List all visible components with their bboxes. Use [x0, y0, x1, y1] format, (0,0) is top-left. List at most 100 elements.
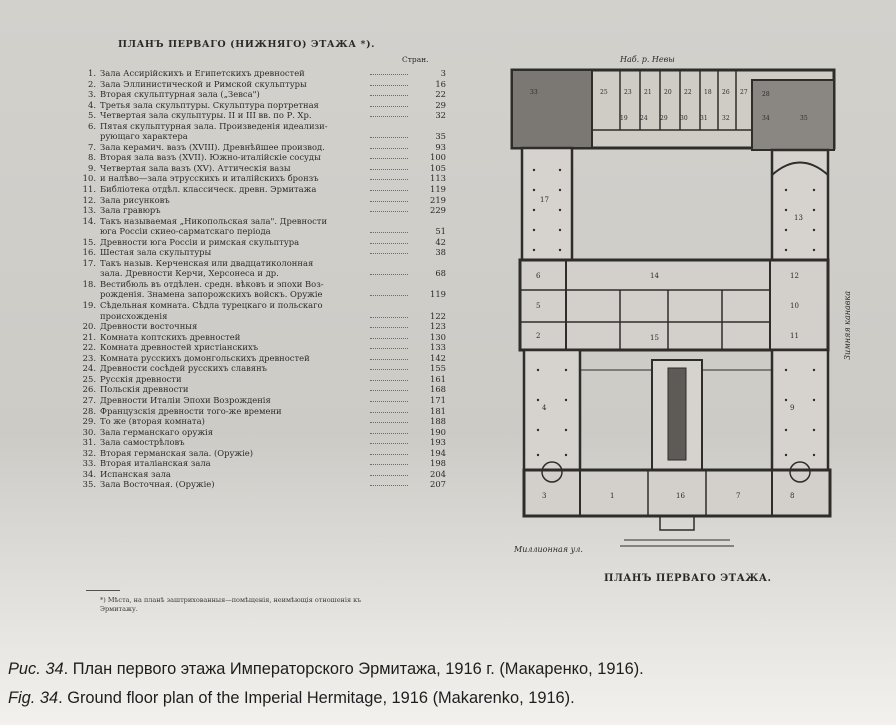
room-row: 10.и налѣво—зала этрусскихъ и италійских… [70, 173, 446, 184]
room-row: 2.Зала Эллинистической и Римской скульпт… [70, 79, 446, 90]
room-page: 198 [430, 458, 446, 469]
room-page: 133 [430, 342, 446, 353]
room-name: рующаго характера [100, 131, 188, 142]
room-row: 9.Четвертая зала вазъ (XV). Аттическія в… [70, 163, 446, 174]
room-label: 13 [794, 214, 803, 222]
room-name: Русскія древности [100, 373, 182, 384]
room-label: 32 [722, 115, 730, 122]
room-number: 19. [82, 300, 96, 311]
room-number: 29. [82, 416, 96, 427]
room-page: 204 [430, 468, 446, 479]
caption-ru-text: . План первого этажа Императорского Эрми… [63, 660, 644, 678]
leader-dots [370, 274, 408, 276]
room-page: 207 [430, 479, 446, 490]
room-number: 7. [88, 141, 96, 152]
room-number: 3. [88, 89, 96, 100]
room-name: Зала керамич. вазъ (XVIII). Древнѣйшее п… [100, 141, 325, 152]
room-name: Зала германскаго оружія [100, 426, 213, 437]
room-row: 8.Вторая зала вазъ (XVII). Южно-италійск… [70, 152, 446, 163]
leader-dots [370, 464, 408, 466]
room-name: Зала Ассирійскихъ и Египетскихъ древност… [100, 68, 305, 78]
room-label: 16 [676, 492, 685, 500]
room-row: 32.Вторая германская зала. (Оружіе)194 [70, 448, 446, 459]
room-row: 35. Зала Восточная. (Оружіе) 207 [70, 479, 446, 490]
leader-dots [370, 337, 408, 339]
room-number: 30. [82, 426, 96, 437]
room-label: 14 [650, 272, 659, 280]
room-page: 100 [430, 152, 446, 163]
leader-dots [370, 137, 408, 139]
room-page: 29 [435, 99, 446, 110]
room-row: 1.Зала Ассирійскихъ и Египетскихъ древно… [70, 68, 446, 79]
room-number: 32. [82, 447, 96, 458]
room-page: 161 [430, 373, 446, 384]
room-name: То же (вторая комната) [100, 416, 205, 427]
room-number: 34. [82, 468, 96, 479]
room-number: 4. [88, 99, 96, 110]
page-column-header: Стран. [402, 55, 429, 64]
plan-caption: ПЛАНЪ ПЕРВАГО ЭТАЖА. [604, 573, 772, 584]
room-page: 16 [435, 78, 446, 89]
room-row: 5.Четвертая зала скульптуры. II и III вв… [70, 110, 446, 121]
room-name: Древности Италіи Эпохи Возрожденія [100, 394, 271, 405]
leader-dots [370, 158, 408, 160]
leader-dots [370, 400, 408, 402]
room-number: 21. [82, 331, 96, 342]
street-label-top: Наб. р. Невы [619, 55, 675, 64]
leader-dots [370, 485, 408, 487]
room-label: 21 [644, 89, 652, 96]
room-label: 35 [800, 115, 808, 122]
room-page: 38 [435, 247, 446, 258]
room-label: 5 [536, 302, 540, 310]
room-label: 25 [600, 89, 608, 96]
caption-en-text: . Ground floor plan of the Imperial Herm… [58, 689, 575, 707]
room-number: 18. [82, 278, 96, 289]
room-page: 123 [430, 321, 446, 332]
room-page: 168 [430, 384, 446, 395]
room-label: 27 [740, 89, 748, 96]
room-name: Древности восточныя [100, 321, 198, 332]
room-number: 35. [82, 479, 96, 490]
room-label: 19 [620, 115, 628, 122]
room-number: 12. [82, 194, 96, 205]
room-label: 12 [790, 272, 799, 280]
leader-dots [370, 200, 408, 202]
room-number: 23. [82, 352, 96, 363]
leader-dots [370, 474, 408, 476]
room-list: 1.Зала Ассирійскихъ и Египетскихъ древно… [70, 68, 446, 490]
room-label: 3 [542, 492, 546, 500]
leader-dots [370, 74, 408, 75]
room-label: 34 [762, 115, 770, 122]
room-page: 119 [430, 289, 446, 300]
room-page: 93 [435, 141, 446, 152]
leader-dots [370, 369, 408, 371]
floor-plan-drawing: 33 25 23 21 20 22 18 26 27 28 19 29 30 3… [510, 55, 852, 554]
column-dots [532, 168, 816, 457]
room-row: 6.Пятая скульптурная зала. Произведенія … [70, 121, 446, 132]
room-name: Такъ назыв. Керченская или двадцатиколон… [100, 257, 314, 268]
room-label: 23 [624, 89, 632, 96]
room-name: Зала Восточная. (Оружіе) [100, 479, 215, 490]
room-label: 10 [790, 302, 799, 310]
room-label: 31 [700, 115, 708, 122]
room-number: 6. [88, 120, 96, 131]
room-label: 11 [790, 332, 799, 340]
room-page: 105 [430, 162, 446, 173]
room-number: 17. [82, 257, 96, 268]
room-number: 11. [82, 184, 96, 195]
room-name: Библіотека отдѣл. классическ. древн. Эрм… [100, 184, 317, 195]
room-name: Четвертая зала вазъ (XV). Аттическія ваз… [100, 162, 291, 173]
room-row: 17. Такъ назыв. Керченская или двадцатико… [70, 258, 446, 269]
room-page: 171 [430, 394, 446, 405]
room-label: 4 [542, 404, 547, 412]
leader-dots [370, 411, 408, 413]
room-page: 3 [440, 68, 446, 78]
room-label: 26 [722, 89, 730, 96]
room-name: Древности юга Россіи и римская скульптур… [100, 236, 300, 247]
room-number: 16. [82, 247, 96, 258]
